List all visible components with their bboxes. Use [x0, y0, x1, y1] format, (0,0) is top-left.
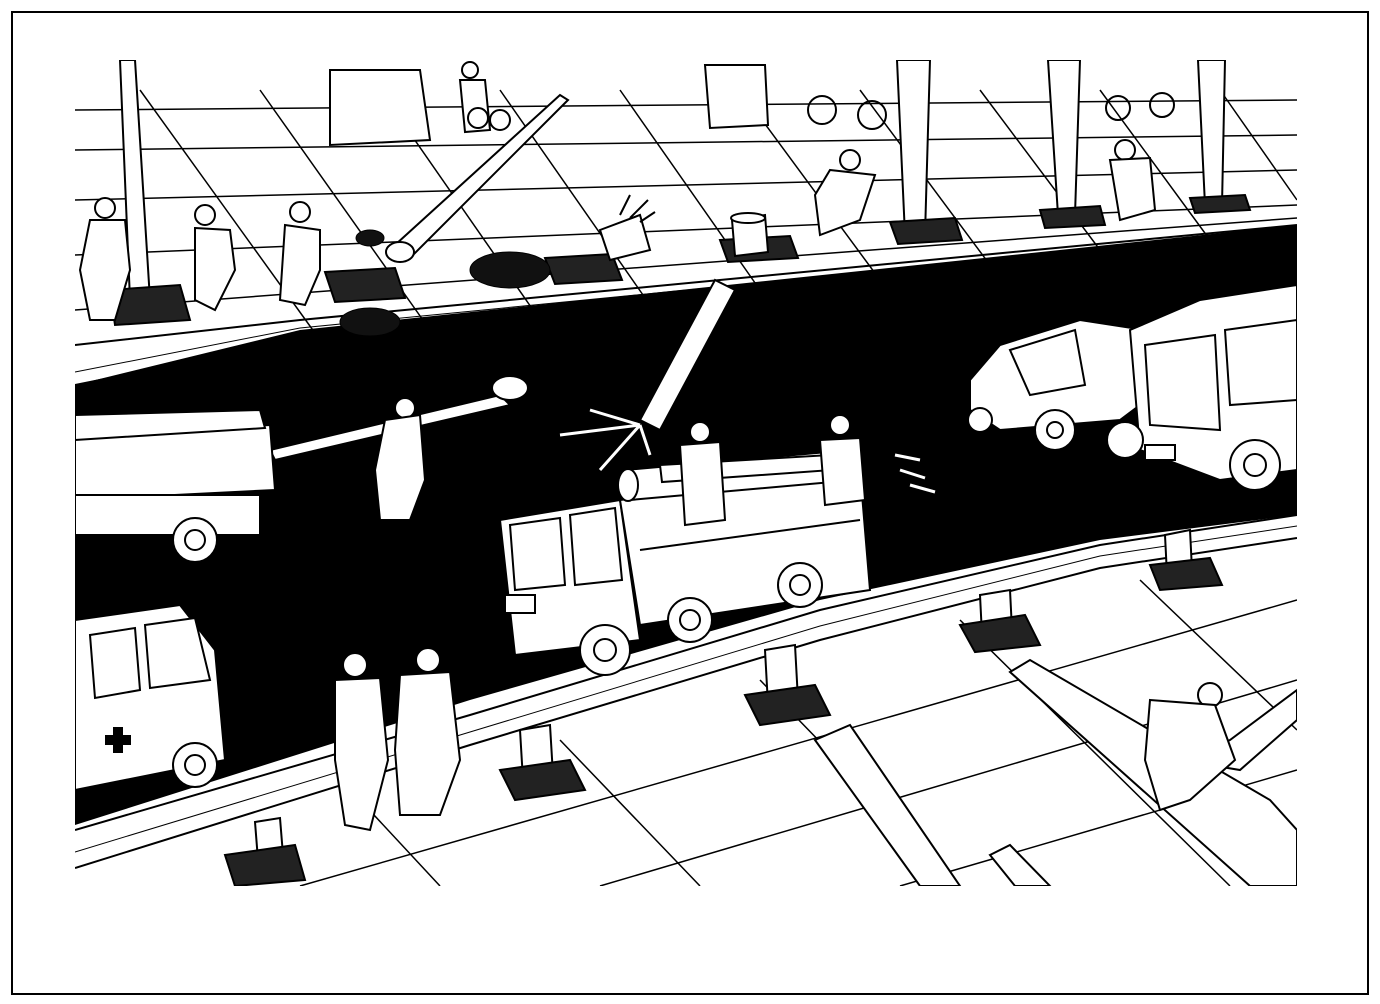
truck-icon	[498, 448, 872, 676]
tree-pit	[223, 556, 1224, 886]
stump-icon	[730, 212, 770, 258]
car-icon	[967, 318, 1162, 451]
cross-icon	[105, 727, 131, 753]
bicycle-icon	[467, 92, 1175, 131]
falling-tree	[385, 93, 656, 263]
person-icon	[78, 61, 1237, 832]
truck-icon	[75, 408, 277, 563]
motion-marks	[894, 393, 996, 494]
outer-border	[11, 11, 1369, 995]
siren-lines	[114, 565, 181, 602]
dirt-pile	[339, 229, 551, 337]
bus-icon	[1106, 283, 1297, 491]
